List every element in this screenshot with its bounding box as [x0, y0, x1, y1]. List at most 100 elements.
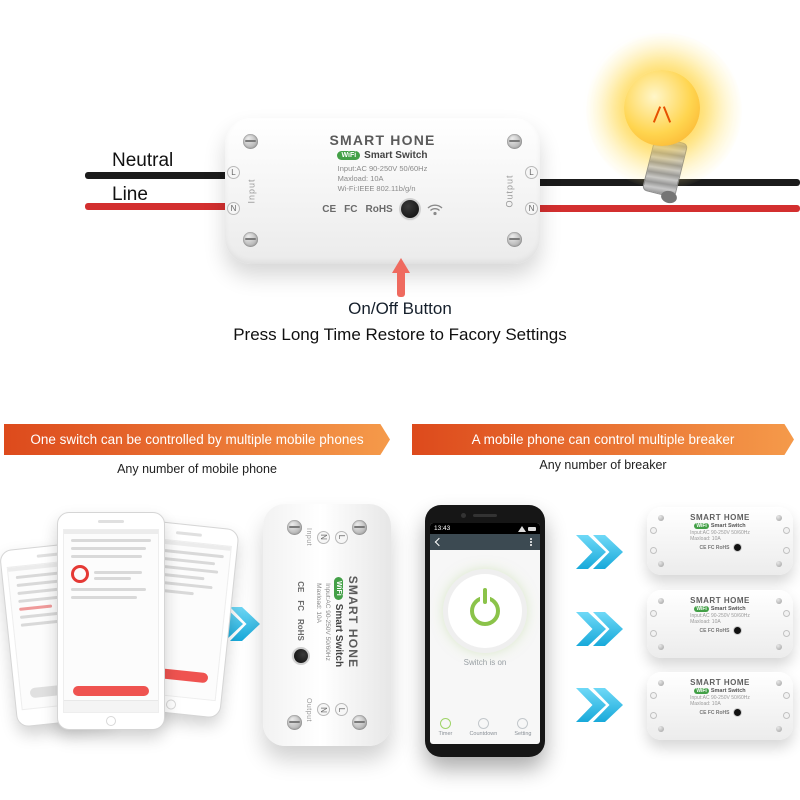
product-name-row: WiFi Smart Switch: [694, 688, 746, 694]
device-specs: Input:AC 90-250V 50/60Hz Maxload: 10A: [314, 583, 332, 661]
terminal: [783, 527, 790, 534]
back-arrow-icon: [434, 537, 444, 547]
device-face-panel: SMART HOME WiFi Smart Switch Input:AC 90…: [671, 513, 769, 570]
app-header-bar: [430, 534, 540, 550]
output-side-label: Output: [305, 697, 313, 722]
onoff-button-callout: On/Off Button: [348, 299, 452, 318]
double-arrow-icon: [576, 688, 624, 722]
product-name: Smart Switch: [333, 603, 344, 668]
highlight-line-placeholder: [19, 604, 52, 611]
certification-row: CE FC RoHS: [700, 709, 741, 716]
countdown-icon: [477, 718, 489, 729]
device-brand: SMART HOME: [690, 678, 750, 687]
status-icons: [518, 525, 536, 532]
app-screen: 13:43 Switch is on: [430, 523, 540, 744]
device-specs: Input:AC 90-250V 50/60Hz Maxload: 10A: [690, 613, 750, 625]
banner-multiple-breakers: A mobile phone can control multiple brea…: [412, 424, 794, 455]
screw-icon: [243, 232, 258, 247]
phone-earpiece: [98, 520, 124, 523]
arrow-head: [392, 258, 410, 273]
screw-icon: [776, 598, 782, 604]
screw-icon: [352, 715, 367, 730]
subtitle-any-phones: Any number of mobile phone: [117, 462, 277, 476]
cert-marks: CE FC RoHS: [699, 627, 730, 634]
status-time: 13:43: [434, 525, 451, 532]
app-screenshot: [63, 529, 159, 713]
product-name: Smart Switch: [710, 523, 746, 529]
certification-row: CE FC RoHS: [294, 581, 308, 663]
power-line: [483, 588, 487, 604]
on-off-button-icon: [294, 648, 308, 663]
terminal: [650, 630, 657, 637]
screw-icon: [776, 644, 782, 650]
screw-icon: [287, 520, 302, 535]
smartphone-with-app: 13:43 Switch is on: [425, 505, 545, 757]
output-side-label: Output: [504, 174, 515, 208]
spec-input: Input:AC 90-250V 50/60Hz: [690, 530, 750, 536]
certification-row: CE FC RoHS: [700, 544, 741, 551]
record-icon: [71, 565, 89, 583]
input-side-label: Input: [305, 528, 313, 547]
device-specs: Input:AC 90-250V 50/60Hz Maxload: 10A: [690, 695, 750, 707]
device-brand: SMART HONE: [329, 132, 436, 148]
terminal: [783, 547, 790, 554]
phone-earpiece: [175, 531, 203, 537]
wifi-badge: WiFi: [694, 606, 709, 612]
neutral-wire-label: Neutral: [112, 150, 174, 171]
spec-input: Input:AC 90-250V 50/60Hz: [324, 583, 331, 661]
device-face-panel: SMART HOME WiFi Smart Switch Input:AC 90…: [671, 678, 769, 735]
screw-icon: [243, 134, 258, 149]
on-off-button-icon: [733, 627, 741, 634]
terminal-l: L: [525, 166, 538, 179]
product-name: Smart Switch: [710, 606, 746, 612]
text-line-placeholder: [94, 577, 132, 580]
double-arrow-icon: [576, 535, 624, 569]
spec-maxload: Maxload: 10A: [690, 701, 721, 707]
spec-input: Input:AC 90-250V 50/60Hz: [337, 164, 428, 173]
screw-icon: [658, 680, 664, 686]
ce-mark: CE: [322, 203, 337, 215]
terminal: [650, 610, 657, 617]
spec-maxload: Maxload: 10A: [315, 583, 323, 623]
phone-earpiece: [473, 514, 497, 517]
device-brand: SMART HONE: [346, 575, 360, 669]
text-line-placeholder: [71, 547, 147, 550]
input-side-label: Input: [246, 178, 257, 204]
terminal-n: N: [317, 703, 331, 717]
terminal: [650, 547, 657, 554]
terminal: [783, 630, 790, 637]
spec-input: Input:AC 90-250V 50/60Hz: [690, 695, 750, 701]
screw-icon: [776, 726, 782, 732]
screw-icon: [287, 715, 302, 730]
screw-icon: [776, 680, 782, 686]
product-name-row: WiFi Smart Switch: [337, 150, 428, 161]
device-face-panel: SMART HONE WiFi Smart Switch Input:AC 90…: [277, 132, 488, 218]
terminal: [650, 692, 657, 699]
text-line-placeholder: [71, 539, 151, 542]
terminal: [650, 527, 657, 534]
on-off-button-icon: [733, 709, 741, 716]
primary-button-placeholder: [73, 686, 149, 696]
wifi-badge: WiFi: [334, 576, 343, 600]
screw-icon: [658, 515, 664, 521]
screw-icon: [658, 561, 664, 567]
switch-status-text: Switch is on: [463, 658, 507, 667]
certification-row: CE FC RoHS: [322, 200, 443, 218]
wifi-badge: WiFi: [694, 688, 709, 694]
device-brand: SMART HOME: [690, 596, 750, 605]
terminal: [783, 610, 790, 617]
reset-instruction: Press Long Time Restore to Facory Settin…: [233, 325, 567, 344]
fcc-mark: FC: [296, 600, 306, 612]
rohs-mark: RoHS: [365, 203, 393, 215]
product-name-row: WiFi Smart Switch: [694, 523, 746, 529]
neutral-wire: [85, 172, 231, 179]
status-bar: 13:43: [430, 523, 540, 534]
output-terminals: L N Output: [306, 698, 349, 722]
terminal-l: L: [335, 703, 349, 717]
product-name-row: WiFi Smart Switch: [333, 576, 344, 668]
text-line-placeholder: [71, 555, 142, 558]
certification-row: CE FC RoHS: [700, 627, 741, 634]
spec-maxload: Maxload: 10A: [690, 536, 721, 542]
rohs-mark: RoHS: [296, 619, 306, 641]
